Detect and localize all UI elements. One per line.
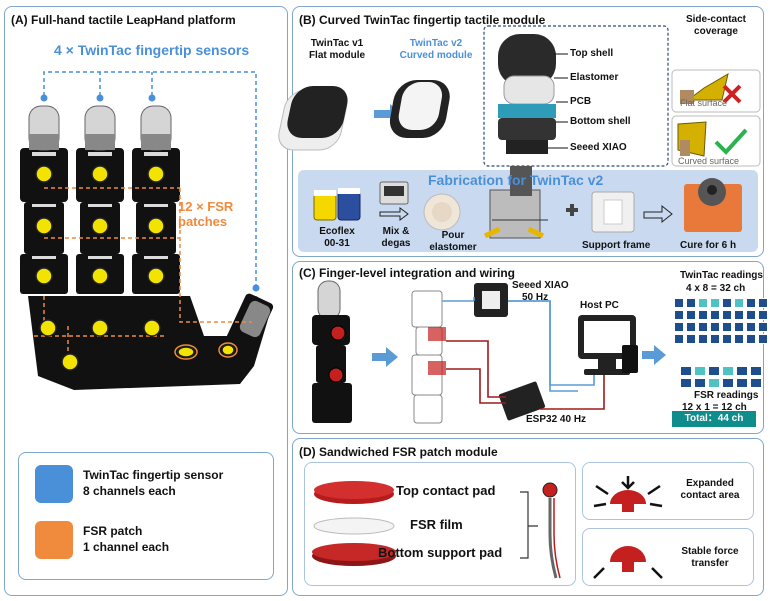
twintac-reading-cell: [758, 322, 768, 332]
twintac-reading-cell: [674, 298, 684, 308]
twintac-reading-cell: [722, 298, 732, 308]
panel-d-title: (D) Sandwiched FSR patch module: [299, 445, 498, 459]
panel-a-title: (A) Full-hand tactile LeapHand platform: [11, 13, 236, 27]
twintac-reading-cell: [722, 310, 732, 320]
fsr-reading-cell: [750, 366, 762, 376]
twintac-reading-cell: [734, 310, 744, 320]
host-pc-label: Host PC: [580, 300, 619, 311]
layer-top-shell: Top shell: [570, 48, 614, 59]
twintac-reading-cell: [746, 298, 756, 308]
layer-seeed-xiao: Seeed XIAO: [570, 142, 627, 153]
twintac-reading-cell: [722, 322, 732, 332]
fsr-reading-cell: [708, 378, 720, 388]
fsr-reading-cell: [680, 378, 692, 388]
fsr-legend-sub: 1 channel each: [83, 540, 170, 554]
twintac-reading-cell: [674, 310, 684, 320]
twintac-readings-calc: 4 x 8 = 32 ch: [686, 283, 746, 294]
twintac-reading-cell: [686, 322, 696, 332]
twintac-reading-cell: [746, 334, 756, 344]
twintac-v1-label: TwinTac v1 Flat module: [308, 38, 366, 61]
panel-d-fsr-drawing: [312, 476, 663, 579]
fsr-legend-title: FSR patch: [83, 524, 143, 538]
fsr-layer-top: Top contact pad: [396, 483, 496, 498]
twintac-reading-cell: [758, 334, 768, 344]
twintac-reading-cell: [734, 334, 744, 344]
fingertip-sensor-label: 4 × TwinTac fingertip sensors: [54, 42, 250, 58]
twintac-reading-cell: [674, 334, 684, 344]
twintac-reading-cell: [674, 322, 684, 332]
panel-b-title: (B) Curved TwinTac fingertip tactile mod…: [299, 13, 546, 27]
curved-surface-label: Curved surface: [678, 156, 740, 166]
fab-step-ecoflex: Ecoflex 00-31: [319, 226, 355, 249]
twintac-reading-cell: [710, 322, 720, 332]
twintac-readings-title: TwinTac readings: [680, 270, 763, 281]
flat-surface-label: Flat surface: [680, 98, 728, 108]
panel-c: (C) Finger-level integration and wiring: [292, 261, 764, 434]
twintac-reading-cell: [758, 310, 768, 320]
fab-step-pour: Pour elastomer: [429, 230, 477, 253]
panel-c-title: (C) Finger-level integration and wiring: [299, 266, 516, 280]
benefit-stable-force: Stable force transfer: [681, 546, 739, 569]
twintac-reading-cell: [686, 298, 696, 308]
panel-b-modules-drawing: [278, 25, 761, 252]
fsr-readings-title: FSR readings: [694, 390, 759, 401]
fsr-reading-cell: [736, 366, 748, 376]
fsr-reading-cell: [750, 378, 762, 388]
fab-step-cure: Cure for 6 h: [680, 240, 737, 251]
fsr-legend-swatch: [35, 521, 73, 559]
twintac-readings-grid: [674, 298, 768, 344]
benefit-expanded-contact: Expanded contact area: [680, 478, 740, 501]
twintac-reading-cell: [686, 310, 696, 320]
twintac-legend-swatch: [35, 465, 73, 503]
twintac-reading-cell: [746, 322, 756, 332]
benefit-box-1: [582, 462, 754, 520]
fabrication-title: Fabrication for TwinTac v2: [428, 172, 604, 188]
total-channels: Total：44 ch: [684, 413, 744, 424]
twintac-reading-cell: [722, 334, 732, 344]
fsr-layer-bottom: Bottom support pad: [378, 545, 503, 560]
esp32-label: ESP32 40 Hz: [526, 414, 587, 425]
xiao-label: Seeed XIAO: [512, 280, 569, 291]
fab-step-mix: Mix & degas: [381, 226, 411, 249]
twintac-v2-label: TwinTac v2 Curved module: [399, 38, 473, 61]
fsr-reading-cell: [736, 378, 748, 388]
twintac-reading-cell: [710, 298, 720, 308]
layer-pcb: PCB: [570, 96, 592, 107]
twintac-legend-sub: 8 channels each: [83, 484, 176, 498]
twintac-reading-cell: [758, 298, 768, 308]
xiao-rate: 50 Hz: [522, 292, 549, 303]
layer-bottom-shell: Bottom shell: [570, 116, 631, 127]
panel-a-hand-drawing: [20, 71, 274, 390]
twintac-reading-cell: [686, 334, 696, 344]
twintac-reading-cell: [698, 298, 708, 308]
twintac-reading-cell: [698, 334, 708, 344]
side-contact-title: Side-contact coverage: [685, 14, 746, 37]
benefit-box-2: [582, 528, 754, 586]
fab-step-support: Support frame: [582, 240, 651, 251]
fsr-reading-cell: [680, 366, 692, 376]
twintac-reading-cell: [710, 334, 720, 344]
fsr-readings-grid: [680, 366, 762, 388]
panel-c-wiring-drawing: [312, 280, 756, 427]
twintac-reading-cell: [710, 310, 720, 320]
fsr-reading-cell: [694, 366, 706, 376]
twintac-reading-cell: [698, 310, 708, 320]
fsr-reading-cell: [694, 378, 706, 388]
fsr-reading-cell: [708, 366, 720, 376]
twintac-reading-cell: [698, 322, 708, 332]
fsr-patches-label: 12 × FSR patches: [178, 199, 234, 229]
twintac-reading-cell: [734, 322, 744, 332]
panel-a-legend: TwinTac fingertip sensor 8 channels each…: [18, 452, 274, 580]
fsr-layer-film: FSR film: [410, 517, 463, 532]
layer-elastomer: Elastomer: [570, 72, 619, 83]
twintac-reading-cell: [746, 310, 756, 320]
twintac-legend-title: TwinTac fingertip sensor: [83, 468, 224, 482]
fsr-readings-calc: 12 x 1 = 12 ch: [682, 402, 747, 413]
fsr-reading-cell: [722, 366, 734, 376]
twintac-reading-cell: [734, 298, 744, 308]
fsr-reading-cell: [722, 378, 734, 388]
